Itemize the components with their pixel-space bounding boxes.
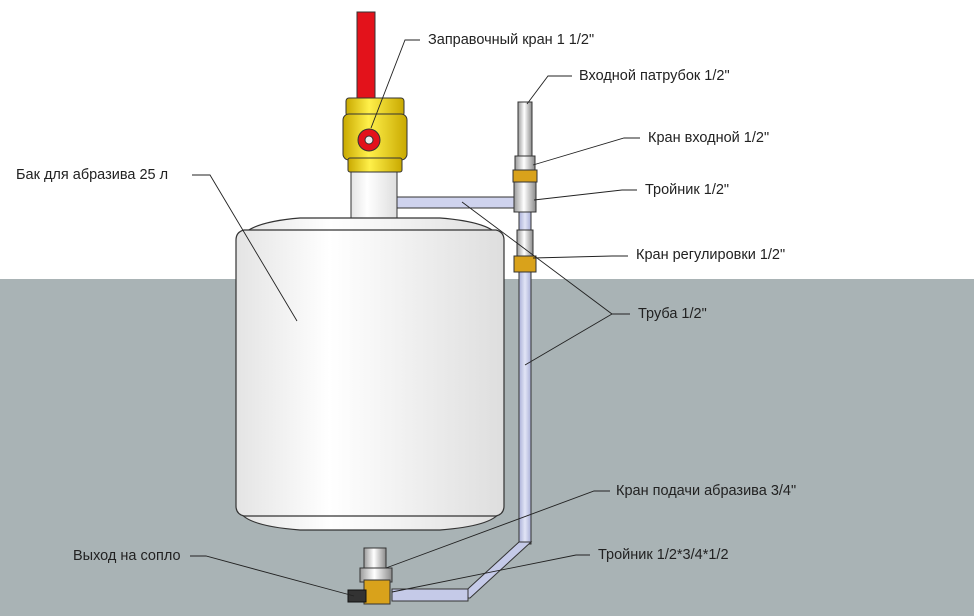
tank-label: Бак для абразива 25 л [16,167,169,183]
bottom-horizontal-pipe [391,588,469,602]
nozzle-outlet-label: Выход на сопло [73,548,181,564]
leader-lines [190,39,640,597]
bottom-tee-label: Тройник 1/2*3/4*1/2 [598,547,729,563]
vertical-pipe [518,271,532,545]
abrasive-tank [235,217,505,531]
leader-regulating-valve [532,255,628,259]
tee-fitting [513,181,537,213]
inlet-valve [512,155,538,183]
nozzle-outlet [347,589,367,603]
regulating-valve [513,229,537,273]
regulating-valve-label: Кран регулировки 1/2" [636,247,786,263]
leader-bottom-tee [391,554,590,593]
leader-tee [533,189,637,201]
fill-valve [342,97,408,173]
bottom-tee-fitting [363,579,391,605]
leader-inlet [526,75,572,105]
tee-label: Тройник 1/2" [645,182,730,198]
inlet-nozzle [517,101,533,159]
inlet-label: Входной патрубок 1/2" [579,68,730,84]
leader-inlet-valve [532,137,640,166]
inlet-valve-label: Кран входной 1/2" [648,130,770,146]
abrasive-valve-label: Кран подачи абразива 3/4" [616,483,797,499]
leader-nozzle-outlet [190,555,355,597]
leader-abrasive-valve [385,490,610,569]
angled-pipe [456,541,533,599]
top-horizontal-pipe [396,196,522,209]
leader-fill-valve [370,39,420,129]
leader-pipe-b [524,313,613,366]
leader-tank [192,174,298,322]
fill-valve-label: Заправочный кран 1 1/2" [428,32,595,48]
tank-neck [350,171,398,221]
pipe-label: Труба 1/2" [638,306,707,322]
